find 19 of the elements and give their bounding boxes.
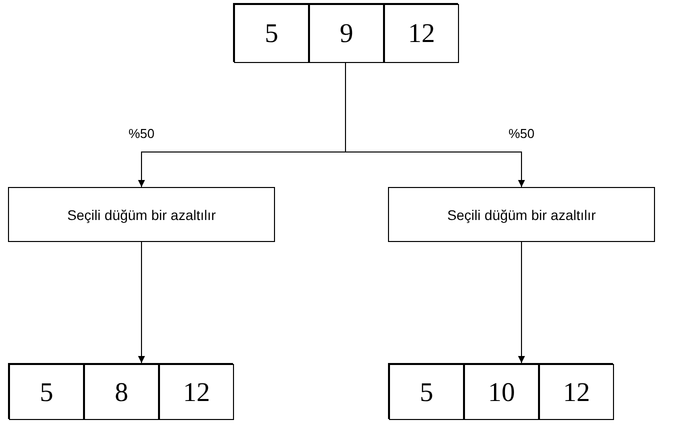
array-box — [8, 363, 233, 419]
process-box: Seçili düğüm bir azaltılır — [8, 187, 275, 242]
process-box: Seçili düğüm bir azaltılır — [388, 187, 655, 242]
arrow — [345, 62, 525, 188]
array-cell: 9 — [309, 4, 384, 63]
array-cell: 12 — [384, 4, 459, 63]
array-box — [233, 3, 458, 62]
edge-label: %50 — [126, 126, 157, 141]
edge-label: %50 — [506, 126, 537, 141]
array-cell: 8 — [84, 364, 159, 420]
array-cell: 5 — [234, 4, 309, 63]
array-cell: 12 — [539, 364, 614, 420]
array-cell: 5 — [9, 364, 84, 420]
array-cell: 12 — [159, 364, 234, 420]
array-box — [388, 363, 613, 419]
arrow — [518, 242, 525, 364]
array-cell: 5 — [389, 364, 464, 420]
arrow — [138, 242, 145, 364]
array-cell: 10 — [464, 364, 539, 420]
